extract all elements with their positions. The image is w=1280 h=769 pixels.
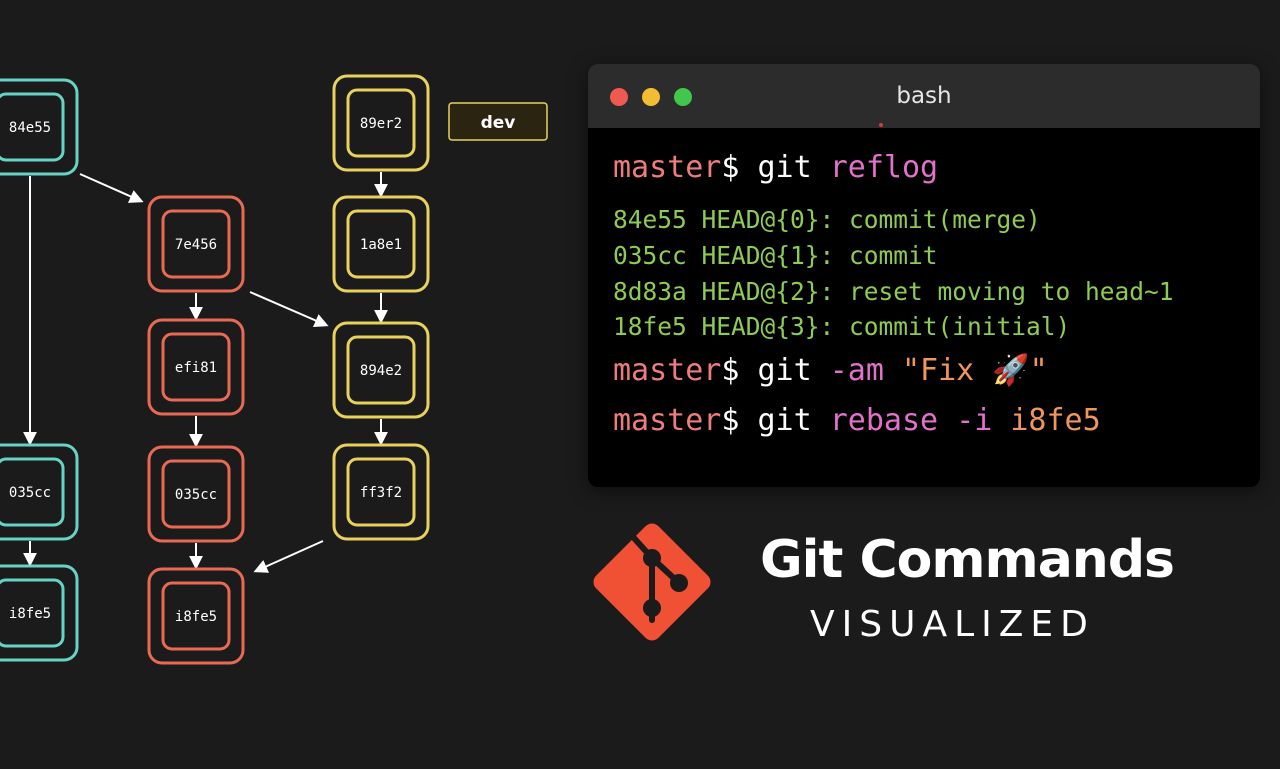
title-marker [879,123,883,127]
commit-node-1a8e1[interactable]: 1a8e1 [332,195,430,293]
commit-node-035cc[interactable]: 035cc [0,443,79,541]
branch-label-text: dev [481,113,516,133]
commit-hash-label: 89er2 [360,116,402,132]
commit-node-i8fe5[interactable]: i8fe5 [0,564,79,662]
commit-hash-label: 035cc [9,485,51,501]
commit-arrow [79,173,144,203]
commit-node-i8fe5[interactable]: i8fe5 [147,567,245,665]
commit-graph: 84e55 035cc i8fe5 7e456 efi81 035cc i8fe5 89er2… [0,74,548,665]
output-line: 84e55 HEAD@{0}: commit(merge) [613,205,1041,234]
terminal-titlebar: bash [588,64,1260,128]
terminal-output[interactable]: master$ git reflog 84e55 HEAD@{0}: commi… [613,150,1174,438]
commit-hash-label: efi81 [175,360,217,376]
minimize-window-button[interactable] [642,88,660,106]
terminal-title: bash [896,83,952,109]
commit-hash-label: 84e55 [9,120,51,136]
commit-hash-label: 894e2 [360,363,402,379]
commit-node-ff3f2[interactable]: ff3f2 [332,443,430,541]
commit-node-7e456[interactable]: 7e456 [147,195,245,293]
commit-node-894e2[interactable]: 894e2 [332,321,430,419]
commit-node-035cc[interactable]: 035cc [147,445,245,543]
logo-subtitle: VISUALIZED [810,604,1095,645]
terminal-window[interactable]: bash master$ git reflog 84e55 HEAD@{0}: … [588,64,1260,487]
commit-node-89er2[interactable]: 89er2 [332,74,430,172]
commit-hash-label: 7e456 [175,237,217,253]
commit-hash-label: i8fe5 [9,606,51,622]
maximize-window-button[interactable] [674,88,692,106]
output-line: 8d83a HEAD@{2}: reset moving to head~1 [613,277,1174,306]
command-line: master$ git reflog [613,150,939,185]
command-line: master$ git -am "Fix 🚀" [613,353,1048,388]
commit-hash-label: ff3f2 [360,485,402,501]
command-line: master$ git rebase -i i8fe5 [613,403,1101,438]
branch-label-dev[interactable]: dev [448,102,548,141]
output-line: 18fe5 HEAD@{3}: commit(initial) [613,312,1071,341]
git-logo-icon [593,523,711,641]
close-window-button[interactable] [610,88,628,106]
commit-hash-label: 1a8e1 [360,237,402,253]
commit-arrow [249,291,329,327]
commit-hash-label: 035cc [175,487,217,503]
logo-title: Git Commands [760,530,1175,590]
commit-arrow [253,540,324,573]
commit-node-84e55[interactable]: 84e55 [0,78,79,176]
output-line: 035cc HEAD@{1}: commit [613,241,938,270]
commit-hash-label: i8fe5 [175,609,217,625]
commit-node-efi81[interactable]: efi81 [147,318,245,416]
